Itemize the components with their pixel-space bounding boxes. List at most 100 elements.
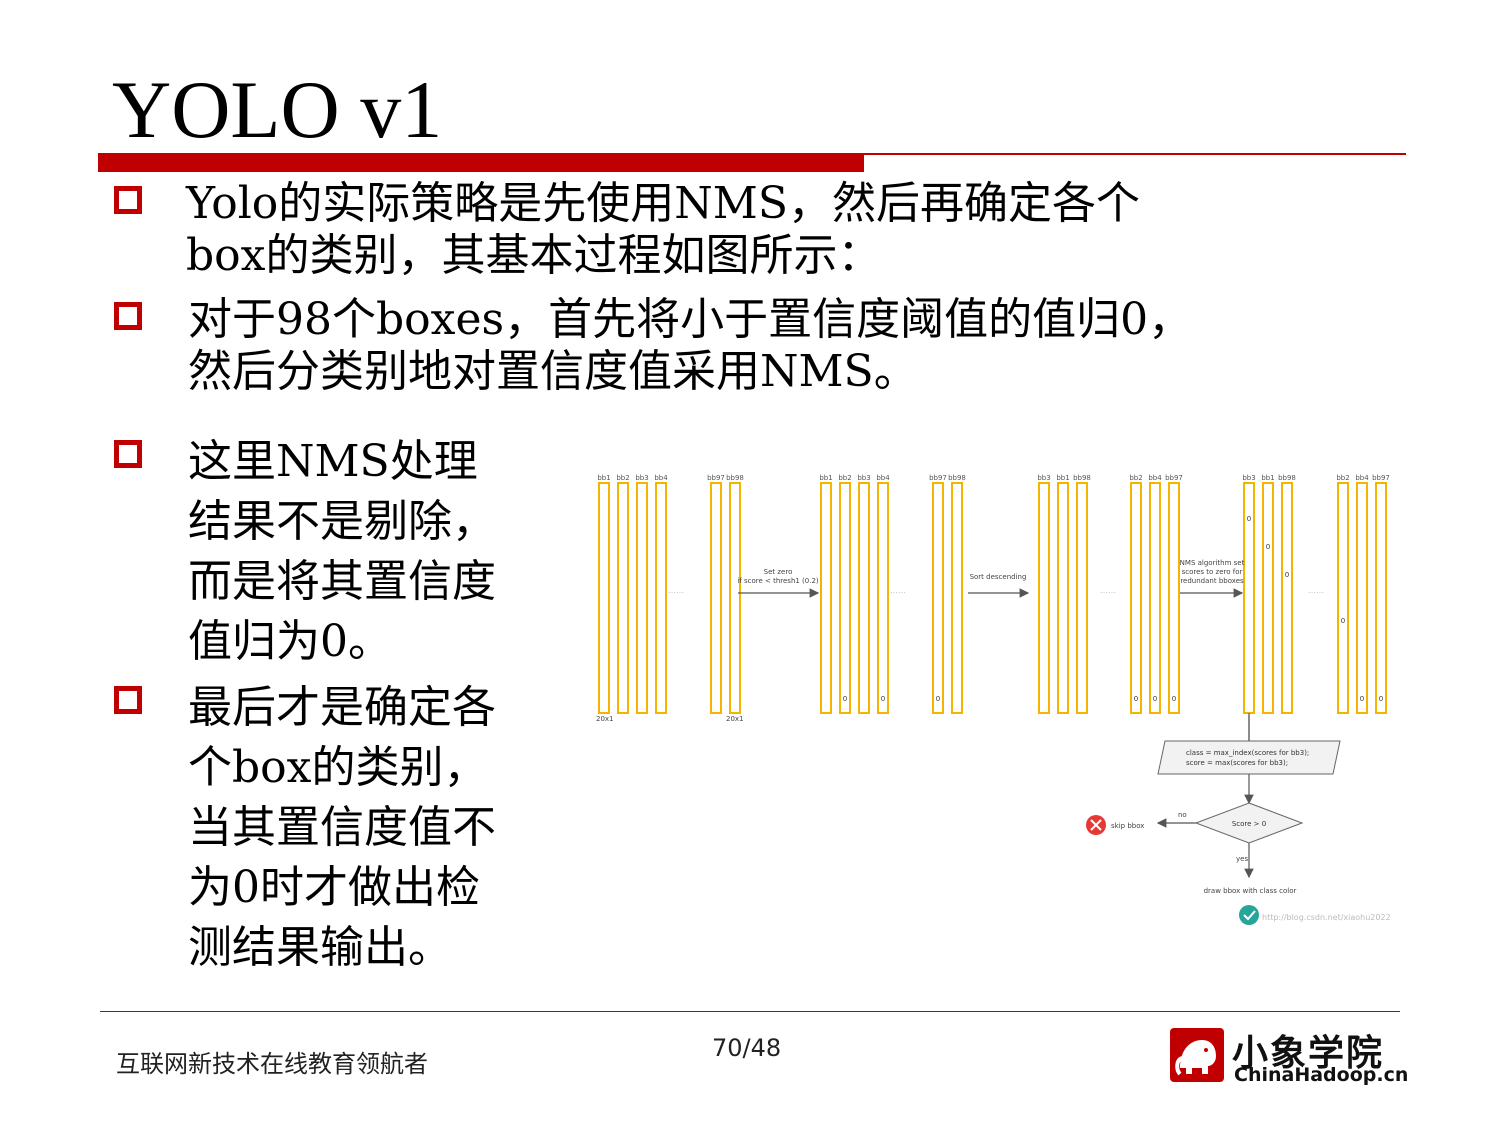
- column-label: bb3: [857, 474, 870, 482]
- dim-label-left: 20x1: [596, 715, 614, 723]
- page-number: 70/48: [712, 1034, 782, 1062]
- step3-label-line3: redundant bboxes: [1180, 577, 1244, 585]
- elephant-logo-icon: [1170, 1028, 1224, 1082]
- column-label: bb4: [654, 474, 668, 482]
- score-column: [617, 482, 629, 714]
- column-label: bb2: [1129, 474, 1142, 482]
- column-label: bb97: [1372, 474, 1390, 482]
- dim-label-right: 20x1: [726, 715, 744, 723]
- score-column: [636, 482, 648, 714]
- score-column: [1149, 482, 1161, 714]
- decision-label: Score > 0: [1232, 820, 1266, 828]
- square-bullet-icon: [114, 440, 142, 468]
- step3-label-line2: scores to zero for: [1182, 568, 1243, 576]
- column-label: bb4: [1148, 474, 1162, 482]
- score-column: [932, 482, 944, 714]
- bullet-3-text: 这里NMS处理 结果不是剔除， 而是将其置信度 值归为0。: [188, 436, 496, 667]
- skip-label: skip bbox: [1111, 822, 1144, 830]
- slide-title: YOLO v1: [112, 64, 443, 155]
- score-column: [1375, 482, 1387, 714]
- score-column: [951, 482, 963, 714]
- logo-name-en: ChinaHadoop.cn: [1234, 1064, 1409, 1086]
- step2-label: Sort descending: [970, 573, 1027, 581]
- column-label: bb2: [1336, 474, 1349, 482]
- zero-score: 0: [1285, 571, 1289, 579]
- draw-label: draw bbox with class color: [1204, 887, 1297, 895]
- score-column: [1076, 482, 1088, 714]
- zero-score: 0: [1360, 695, 1364, 703]
- score-column: [820, 482, 832, 714]
- zero-score: 0: [843, 695, 847, 703]
- column-label: bb4: [876, 474, 890, 482]
- score-column: [1038, 482, 1050, 714]
- zero-score: 0: [936, 695, 940, 703]
- score-column: [1281, 482, 1293, 714]
- no-label: no: [1178, 811, 1187, 819]
- column-label: bb98: [726, 474, 744, 482]
- yes-label: yes: [1236, 855, 1248, 863]
- column-label: bb3: [1037, 474, 1050, 482]
- score-column: [1130, 482, 1142, 714]
- footer-tagline: 互联网新技术在线教育领航者: [116, 1050, 428, 1078]
- square-bullet-icon: [114, 186, 142, 214]
- score-column: [858, 482, 870, 714]
- column-label: bb98: [1073, 474, 1091, 482]
- column-label: bb1: [1056, 474, 1069, 482]
- score-column: [729, 482, 741, 714]
- score-column: [1356, 482, 1368, 714]
- score-column: [877, 482, 889, 714]
- column-label: bb2: [616, 474, 629, 482]
- footer-divider: [100, 1011, 1400, 1012]
- zero-score: 0: [1266, 543, 1270, 551]
- bullet-1-text: Yolo的实际策略是先使用NMS，然后再确定各个 box的类别，其基本过程如图所…: [186, 178, 1140, 281]
- column-label: bb1: [597, 474, 610, 482]
- column-label: bb1: [819, 474, 832, 482]
- process-line2: score = max(scores for bb3);: [1186, 759, 1288, 767]
- zero-score: 0: [1172, 695, 1176, 703]
- column-label: bb2: [838, 474, 851, 482]
- bullet-2-text: 对于98个boxes，首先将小于置信度阈值的值归0， 然后分类别地对置信度值采用…: [188, 294, 1193, 397]
- score-column: [1337, 482, 1349, 714]
- brand-logo: 小象学院 ChinaHadoop.cn: [1170, 1028, 1408, 1086]
- column-label: bb1: [1261, 474, 1274, 482]
- ellipsis: ……: [1100, 586, 1116, 595]
- ellipsis: ……: [1308, 586, 1324, 595]
- step3-label-line1: NMS algorithm set: [1180, 559, 1245, 567]
- ellipsis: ……: [668, 586, 684, 595]
- column-label: bb98: [1278, 474, 1296, 482]
- score-column: [598, 482, 610, 714]
- skip-icon: [1086, 815, 1106, 835]
- square-bullet-icon: [114, 302, 142, 330]
- score-column: [1262, 482, 1274, 714]
- zero-score: 0: [1153, 695, 1157, 703]
- title-accent-bar: [98, 154, 864, 172]
- column-label: bb98: [948, 474, 966, 482]
- column-label: bb4: [1355, 474, 1369, 482]
- step1-label-line2: if score < thresh1 (0.2): [737, 577, 819, 585]
- logo-name-cn: 小象学院: [1232, 1033, 1385, 1074]
- column-label: bb3: [635, 474, 648, 482]
- column-label: bb97: [1165, 474, 1183, 482]
- zero-score: 0: [1247, 515, 1251, 523]
- column-label: bb3: [1242, 474, 1255, 482]
- zero-score: 0: [881, 695, 885, 703]
- zero-score: 0: [1379, 695, 1383, 703]
- score-column: [1057, 482, 1069, 714]
- zero-score: 0: [1134, 695, 1138, 703]
- square-bullet-icon: [114, 686, 142, 714]
- check-icon: [1239, 905, 1259, 925]
- score-column: [655, 482, 667, 714]
- zero-score: 0: [1341, 617, 1345, 625]
- column-label: bb97: [929, 474, 947, 482]
- step1-label-line1: Set zero: [764, 568, 793, 576]
- score-column: [710, 482, 722, 714]
- decision-diamond: Score > 0: [1194, 802, 1304, 844]
- process-box: class = max_index(scores for bb3); score…: [1157, 740, 1341, 775]
- process-line1: class = max_index(scores for bb3);: [1186, 749, 1309, 757]
- score-column: [1168, 482, 1180, 714]
- ellipsis: ……: [890, 586, 906, 595]
- column-label: bb97: [707, 474, 725, 482]
- watermark: http://blog.csdn.net/xiaohu2022: [1262, 913, 1391, 922]
